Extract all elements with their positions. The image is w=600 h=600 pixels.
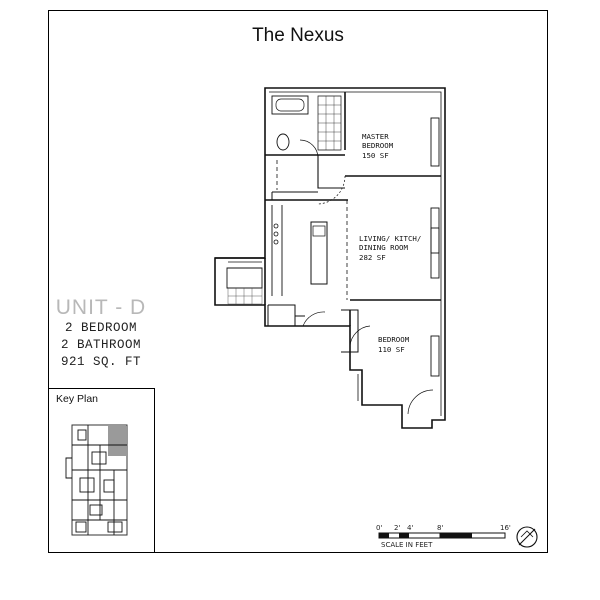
scale-tick-4: 4' [407, 524, 413, 532]
master-label-3: 150 SF [362, 151, 389, 160]
living-label-1: LIVING/ KITCH/ [359, 234, 421, 243]
bedroom-label-1: BEDROOM [378, 335, 410, 344]
unit-bathrooms: 2 BATHROOM [60, 338, 141, 352]
bath-tiles [227, 287, 263, 305]
unit-bedrooms: 2 BEDROOM [64, 321, 137, 335]
north-arrow-icon [516, 526, 538, 548]
living-label-2: DINING ROOM [359, 243, 408, 252]
drawing-sheet: The Nexus [48, 10, 548, 553]
master-label-1: MASTER [362, 132, 389, 141]
page-title: The Nexus [252, 25, 344, 46]
living-label-3: 282 SF [359, 253, 386, 262]
floor-plan [214, 87, 446, 429]
scale-tick-2: 2' [394, 524, 400, 532]
scale-label: SCALE IN FEET [381, 541, 433, 549]
scale-bar: 0' 2' 4' 8' 16' SCALE IN FEET [376, 524, 511, 549]
unit-info: UNIT - D 2 BEDROOM 2 BATHROOM 921 SQ. FT [50, 296, 152, 371]
bedroom-label-2: 110 SF [378, 345, 405, 354]
scale-tick-16: 16' [500, 524, 511, 532]
scale-tick-0: 0' [376, 524, 382, 532]
unit-area: 921 SQ. FT [60, 355, 141, 369]
master-label-2: BEDROOM [362, 141, 394, 150]
room-labels: MASTER BEDROOM 150 SF LIVING/ KITCH/ DIN… [359, 132, 421, 354]
key-plan-label: Key Plan [56, 393, 99, 405]
unit-title: UNIT - D [55, 296, 147, 319]
key-plan-thumbnail [65, 424, 128, 536]
key-plan-panel: Key Plan [48, 388, 155, 553]
scale-tick-8: 8' [437, 524, 443, 532]
